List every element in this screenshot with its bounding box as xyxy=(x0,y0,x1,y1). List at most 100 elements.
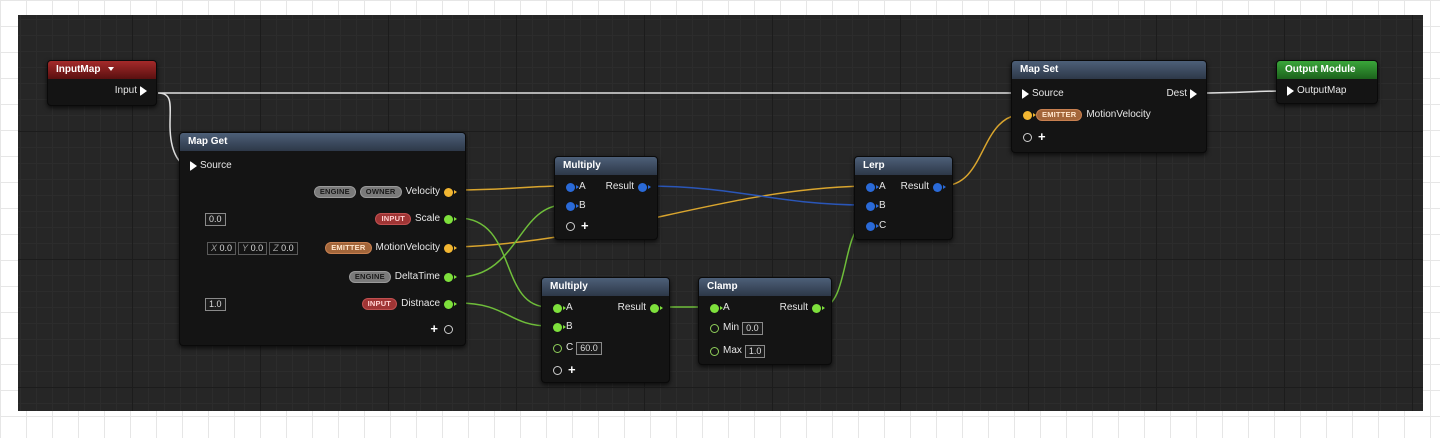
clamp-min-field[interactable]: 0.0 xyxy=(742,321,763,335)
multiply-2-c-label: C xyxy=(566,342,574,353)
clamp-a-pin[interactable] xyxy=(710,303,723,313)
multiply-1-title: Multiply xyxy=(563,160,601,171)
node-graph-canvas[interactable]: InputMap Input Map Get Source ENGINE OWN… xyxy=(18,15,1423,411)
clamp-max-label: Max xyxy=(723,345,742,356)
add-pin-icon[interactable] xyxy=(566,221,575,231)
wire-multiply-result-to-lerp-b xyxy=(644,185,865,206)
output-module-header: Output Module xyxy=(1277,61,1377,79)
multiply-node-1[interactable]: Multiply A Result B + xyxy=(554,156,658,240)
multiply-1-a-label: A xyxy=(579,181,586,192)
multiply-2-c-field[interactable]: 60.0 xyxy=(576,341,602,355)
multiply-1-result-label: Result xyxy=(605,181,634,192)
map-set-motion-velocity-label: MotionVelocity xyxy=(1086,109,1151,120)
map-get-title: Map Get xyxy=(188,136,228,147)
scale-output-pin[interactable] xyxy=(444,214,457,224)
emitter-tag: EMITTER xyxy=(1036,109,1083,121)
wire-deltatime-to-multiply2-a xyxy=(457,204,565,278)
distance-default-field[interactable]: 1.0 xyxy=(205,297,226,311)
input-tag: INPUT xyxy=(375,213,411,225)
lerp-result-pin[interactable] xyxy=(933,182,946,192)
output-module-node[interactable]: Output Module OutputMap xyxy=(1276,60,1378,104)
scale-label: Scale xyxy=(414,213,440,224)
multiply-2-header: Multiply xyxy=(542,278,669,296)
clamp-min-label: Min xyxy=(723,322,740,333)
x-field[interactable]: X 0.0 xyxy=(207,242,237,255)
owner-tag: OWNER xyxy=(359,186,402,198)
distance-label: Distnace xyxy=(401,298,440,309)
map-set-source-label: Source xyxy=(1032,88,1064,99)
lerp-c-label: C xyxy=(879,220,887,231)
delta-time-output-pin[interactable] xyxy=(444,272,457,282)
exec-output-pin[interactable] xyxy=(1190,89,1197,99)
lerp-a-label: A xyxy=(879,181,886,192)
clamp-result-label: Result xyxy=(779,302,808,313)
add-pin-icon[interactable] xyxy=(1023,132,1032,142)
multiply-2-result-label: Result xyxy=(617,302,646,313)
lerp-node[interactable]: Lerp A Result B C xyxy=(854,156,953,240)
wire-scale-to-multiply-b xyxy=(457,217,549,308)
velocity-label: Velocity xyxy=(405,186,440,197)
add-pin-plus-icon[interactable]: + xyxy=(1038,129,1046,144)
exec-input-pin[interactable] xyxy=(190,161,197,171)
multiply-1-a-pin[interactable] xyxy=(566,182,579,192)
add-pin-plus-icon[interactable]: + xyxy=(581,218,589,233)
motion-velocity-output-pin[interactable] xyxy=(444,243,457,253)
output-module-title: Output Module xyxy=(1285,64,1356,75)
multiply-1-b-label: B xyxy=(579,200,586,211)
z-field[interactable]: Z 0.0 xyxy=(269,242,298,255)
map-get-node[interactable]: Map Get Source ENGINE OWNER Velocity 0.0… xyxy=(179,132,466,346)
add-pin-plus-icon[interactable]: + xyxy=(430,321,438,336)
multiply-node-2[interactable]: Multiply A Result B C 60.0 + xyxy=(541,277,670,383)
input-map-node[interactable]: InputMap Input xyxy=(47,60,157,106)
add-pin-icon[interactable] xyxy=(553,365,562,375)
map-set-header: Map Set xyxy=(1012,61,1206,79)
multiply-2-b-pin[interactable] xyxy=(553,322,566,332)
velocity-output-pin[interactable] xyxy=(444,187,457,197)
clamp-node[interactable]: Clamp A Result Min 0.0 Max 1.0 xyxy=(698,277,832,365)
multiply-1-result-pin[interactable] xyxy=(638,182,651,192)
clamp-min-pin[interactable] xyxy=(710,323,719,333)
scale-default-field[interactable]: 0.0 xyxy=(205,212,226,226)
input-tag: INPUT xyxy=(361,298,398,310)
chevron-down-icon[interactable] xyxy=(108,67,115,72)
clamp-max-pin[interactable] xyxy=(710,346,719,356)
exec-input-pin[interactable] xyxy=(1022,89,1029,99)
y-field[interactable]: Y 0.0 xyxy=(238,242,268,255)
multiply-2-result-pin[interactable] xyxy=(650,303,663,313)
multiply-2-title: Multiply xyxy=(550,281,588,292)
multiply-2-a-pin[interactable] xyxy=(553,303,566,313)
emitter-tag: EMITTER xyxy=(325,242,372,254)
multiply-1-b-pin[interactable] xyxy=(566,201,579,211)
multiply-2-c-pin[interactable] xyxy=(553,343,562,353)
input-map-title: InputMap xyxy=(56,64,101,75)
lerp-c-pin[interactable] xyxy=(866,221,879,231)
map-set-title: Map Set xyxy=(1020,64,1059,75)
exec-output-pin[interactable] xyxy=(140,86,147,96)
clamp-a-label: A xyxy=(723,302,730,313)
wire-velocity-to-multiply-a xyxy=(457,185,565,191)
distance-output-pin[interactable] xyxy=(444,299,457,309)
lerp-header: Lerp xyxy=(855,157,952,175)
clamp-header: Clamp xyxy=(699,278,831,296)
map-set-node[interactable]: Map Set Source Dest EMITTER MotionVeloci… xyxy=(1011,60,1207,153)
add-pin-icon[interactable] xyxy=(444,324,453,334)
map-set-dest-label: Dest xyxy=(1166,88,1187,99)
engine-tag: ENGINE xyxy=(348,271,391,283)
motion-velocity-label: MotionVelocity xyxy=(375,242,440,253)
output-map-label: OutputMap xyxy=(1297,85,1347,96)
map-get-source-label: Source xyxy=(200,160,232,171)
motion-velocity-vector-field[interactable]: X 0.0 Y 0.0 Z 0.0 xyxy=(207,242,298,255)
input-map-header[interactable]: InputMap xyxy=(48,61,156,79)
wire-distance-to-multiply2-b xyxy=(457,302,550,327)
lerp-b-label: B xyxy=(879,200,886,211)
wire-motionvelocity-to-lerp-a xyxy=(457,185,864,248)
clamp-max-field[interactable]: 1.0 xyxy=(744,344,766,358)
multiply-2-a-label: A xyxy=(566,302,573,313)
clamp-result-pin[interactable] xyxy=(812,303,825,313)
map-set-motion-velocity-pin[interactable] xyxy=(1023,110,1036,120)
input-map-output-label: Input xyxy=(114,85,137,96)
lerp-b-pin[interactable] xyxy=(866,201,879,211)
exec-input-pin[interactable] xyxy=(1287,86,1294,96)
lerp-a-pin[interactable] xyxy=(866,182,879,192)
add-pin-plus-icon[interactable]: + xyxy=(568,362,576,377)
